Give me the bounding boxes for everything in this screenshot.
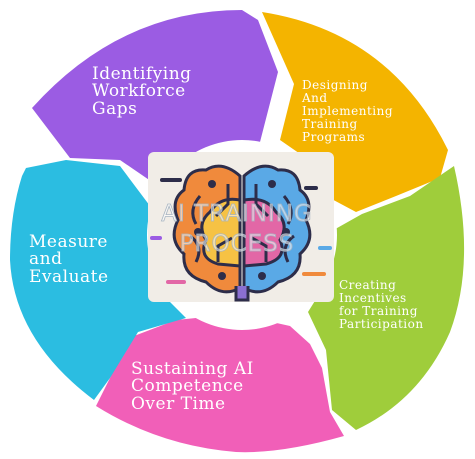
segment-creating-incentives bbox=[308, 166, 465, 430]
brain-icon bbox=[150, 164, 332, 302]
segment-identifying-workforce-gaps bbox=[32, 10, 278, 186]
label-identifying-workforce-gaps: Identifying Workforce Gaps bbox=[92, 64, 192, 119]
center-title-line-2: PROCESS bbox=[179, 230, 295, 257]
segment-measure-and-evaluate bbox=[10, 160, 186, 400]
label-sustaining-ai-competence: Sustaining AI Competence Over Time bbox=[131, 359, 254, 414]
segment-sustaining-ai-competence bbox=[96, 314, 344, 453]
label-measure-and-evaluate: Measure and Evaluate bbox=[29, 232, 109, 287]
label-designing-training-programs: Designing And Implementing Training Prog… bbox=[302, 78, 394, 144]
label-creating-incentives: Creating Incentives for Training Partici… bbox=[339, 278, 424, 331]
center-title-line-1: AI TRAINING bbox=[161, 201, 313, 228]
center-title: AI TRAINING PROCESS bbox=[137, 200, 337, 260]
